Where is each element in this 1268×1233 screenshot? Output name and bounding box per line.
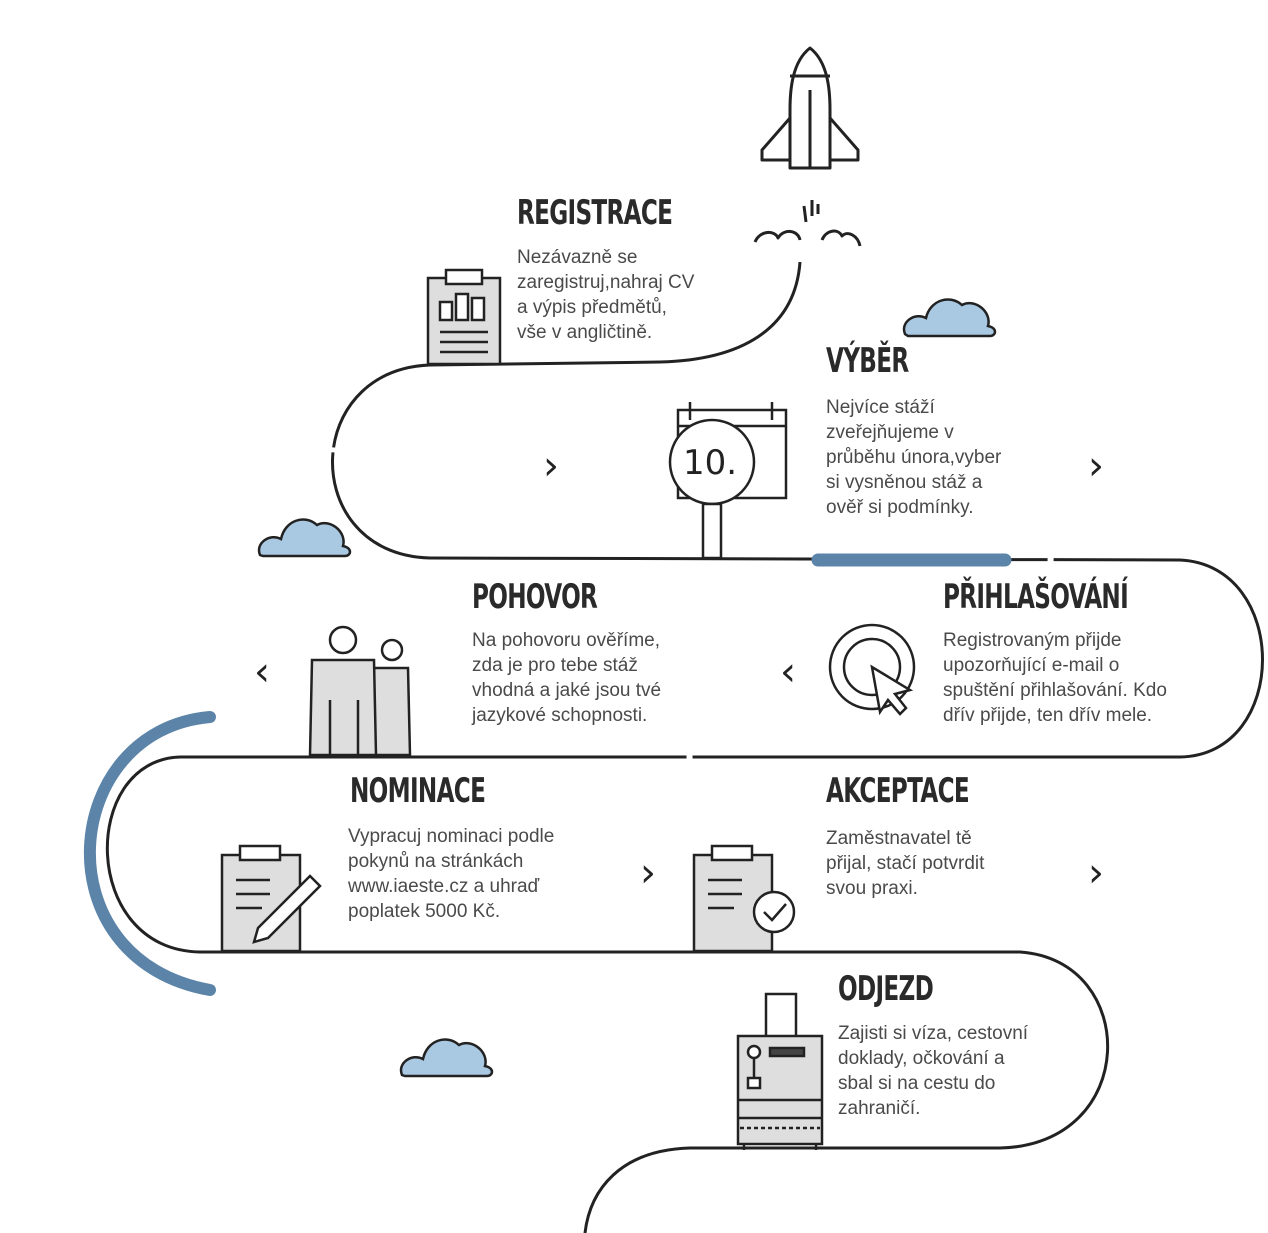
cloud-icon — [257, 518, 352, 558]
return-accent — [84, 711, 216, 996]
step-title-odjezd: ODJEZD — [838, 969, 934, 1009]
step-text-odjezd: Zajisti si víza, cestovní doklady, očkov… — [838, 1023, 1029, 1119]
chevron-right-icon: › — [1088, 443, 1104, 489]
calendar-date-badge: 10. — [683, 443, 738, 483]
winding-path — [105, 261, 1264, 1233]
clipboard-pen-icon — [220, 844, 322, 953]
clipboard-check-icon — [692, 844, 796, 953]
step-text-akceptace: Zaměstnavatel tě přijal, stačí potvrdit … — [826, 828, 985, 899]
step-title-nominace: NOMINACE — [350, 771, 486, 811]
chevron-right-icon: › — [543, 443, 559, 489]
step-title-pohovor: POHOVOR — [472, 577, 598, 617]
people-icon — [308, 625, 412, 757]
click-cursor-icon — [828, 623, 916, 716]
calendar-magnifier-icon — [668, 402, 788, 560]
cloud-icon — [399, 1038, 494, 1078]
rocket-icon — [753, 46, 862, 247]
step-title-registrace: REGISTRACE — [517, 193, 673, 233]
step-text-registrace: Nezávazně se zaregistruj,nahraj CV a výp… — [517, 247, 695, 343]
step-title-akceptace: AKCEPTACE — [826, 771, 970, 811]
step-text-nominace: Vypracuj nominaci podle pokynů na stránk… — [348, 826, 555, 922]
step-title-vyber: VÝBĚR — [826, 341, 909, 381]
step-text-vyber: Nejvíce stáží zveřejňujeme v průběhu úno… — [826, 397, 1002, 518]
chevron-left-icon: ‹ — [780, 649, 796, 695]
chevron-right-icon: › — [640, 850, 656, 896]
cloud-icon — [902, 298, 997, 338]
chevron-left-icon: ‹ — [254, 649, 270, 695]
suitcase-icon — [736, 992, 824, 1150]
step-text-prihlasovani: Registrovaným přijde upozorňující e-mail… — [943, 630, 1167, 726]
step-title-prihlasovani: PŘIHLAŠOVÁNÍ — [943, 577, 1129, 617]
chevron-right-icon: › — [1088, 850, 1104, 896]
step-text-pohovor: Na pohovoru ověříme, zda je pro tebe stá… — [472, 630, 662, 726]
clipboard-chart-icon — [426, 268, 502, 366]
